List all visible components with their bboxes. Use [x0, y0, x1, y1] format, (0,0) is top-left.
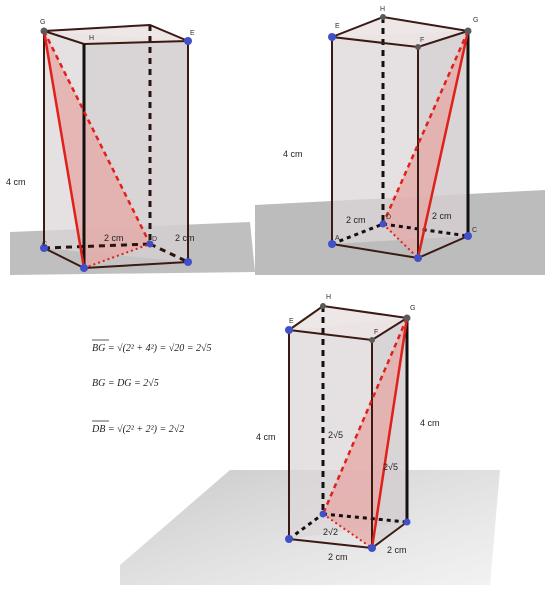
edge-1-base-a — [43, 247, 85, 269]
vertex-dot — [184, 37, 192, 45]
hidden-edge-3c — [322, 512, 408, 524]
height-label: 4 cm — [6, 177, 26, 187]
vertex-dot — [320, 303, 326, 309]
vertex-label: D — [386, 214, 391, 221]
height-label-right: 4 cm — [420, 418, 440, 428]
diagonal-1-dash — [42, 30, 152, 245]
vertex-dot — [414, 254, 422, 262]
equation-1: BG = √(2² + 4²) = √20 = 2√5 — [92, 343, 211, 354]
diagonal-2-base — [382, 223, 419, 259]
edge-label: 2 cm — [175, 233, 195, 243]
vertex-label: E — [289, 318, 294, 325]
height-label: 4 cm — [283, 149, 303, 159]
equation-2: BG = DG = 2√5 — [92, 378, 159, 389]
vertex-label: H — [89, 35, 94, 42]
equation-3: DB = √(2² + 2²) = 2√2 — [91, 424, 184, 435]
vertex-dot — [415, 44, 421, 50]
vertex-label: G — [40, 19, 45, 26]
vertex-dot — [146, 240, 154, 248]
hidden-edge-2b — [331, 222, 384, 246]
hidden-edge-2c — [382, 222, 469, 238]
figure-1: G H E C D 4 cm 2 cm 2 cm — [6, 19, 255, 275]
diagonal-1-base — [83, 243, 151, 269]
hidden-edge-1c — [149, 242, 189, 264]
vertex-label: C — [472, 227, 477, 234]
diagonal-label: 2√2 — [323, 527, 338, 537]
vertex-dot — [328, 240, 336, 248]
vertex-label: G — [410, 305, 415, 312]
diagonal-triangle-3 — [323, 318, 407, 548]
vertex-label: F — [420, 37, 424, 44]
edge-label: 2 cm — [328, 552, 348, 562]
vertex-label: A — [335, 235, 340, 242]
vertex-dot — [285, 326, 293, 334]
vertex-dot — [40, 27, 48, 35]
diagonal-3-solid — [370, 317, 409, 549]
vertex-dot — [369, 337, 375, 343]
edge-1-base-b — [83, 261, 189, 269]
vertex-dot — [464, 232, 472, 240]
vertex-dot — [368, 544, 376, 552]
equations: BG = √(2² + 4²) = √20 = 2√5 BG = DG = 2√… — [91, 339, 211, 435]
diagonal-label: 2√5 — [383, 462, 398, 472]
diagonal-2-solid — [416, 30, 470, 259]
vertex-dot — [40, 244, 48, 252]
vertex-dot — [403, 518, 411, 526]
diagonal-2-dash — [381, 30, 470, 225]
vertex-label: C — [42, 241, 47, 248]
vertex-label: E — [335, 23, 340, 30]
figure-3: E H F G 4 cm 4 cm 2√5 2√5 2√2 2 cm 2 cm — [120, 294, 500, 585]
vertex-dot — [184, 258, 192, 266]
edge-label: 2 cm — [432, 211, 452, 221]
edge-label: 2 cm — [104, 233, 124, 243]
vertex-dot — [80, 264, 88, 272]
edge-label: 2 cm — [387, 545, 407, 555]
edge-label: 2 cm — [346, 215, 366, 225]
vertex-label: D — [152, 236, 157, 243]
vertex-dot — [403, 314, 411, 322]
diagonal-triangle-2 — [383, 31, 468, 258]
vertex-dot — [319, 510, 327, 518]
diagonal-label: 2√5 — [328, 430, 343, 440]
edge-3-base-b — [371, 521, 408, 549]
vertex-dot — [380, 14, 386, 20]
hidden-edge-3b — [288, 512, 324, 541]
edge-2-base-a — [331, 243, 419, 259]
vertex-dot — [285, 535, 293, 543]
hidden-edge-1b — [43, 242, 151, 250]
edge-3-base-a — [288, 538, 373, 549]
vertex-dot — [379, 220, 387, 228]
vertex-label: E — [190, 30, 195, 37]
figure-2: E H F G A D C 4 cm 2 cm 2 cm — [255, 6, 545, 275]
edge-2-base-b — [417, 235, 469, 259]
vertex-dot — [464, 27, 472, 35]
vertex-label: H — [380, 6, 385, 13]
diagonal-triangle-1 — [44, 31, 150, 268]
vertex-label: F — [374, 329, 378, 336]
vertex-dot — [328, 33, 336, 41]
diagonal-1-solid — [42, 30, 86, 269]
height-label-left: 4 cm — [256, 432, 276, 442]
vertex-label: H — [326, 294, 331, 301]
vertex-label: G — [473, 17, 478, 24]
